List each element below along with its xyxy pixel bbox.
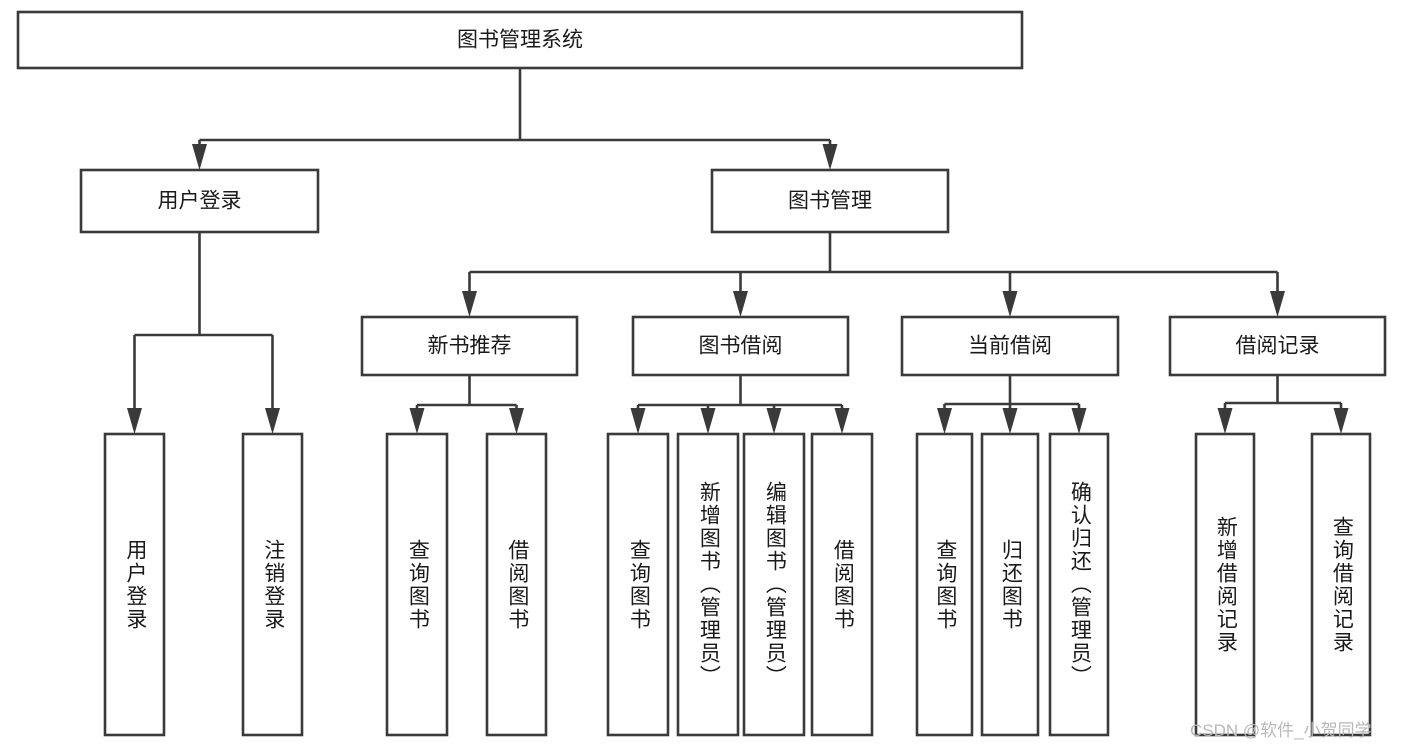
edges-layer <box>127 68 1349 434</box>
node-box-l-edit-book[interactable] <box>742 432 806 737</box>
node-box-n-new-book[interactable] <box>360 315 579 377</box>
node-label-n-record: 借阅记录 <box>1236 335 1320 358</box>
node-label-n-current: 当前借阅 <box>968 335 1052 358</box>
node-label-n-user-login: 用户登录 <box>158 190 242 213</box>
node-box-n-book-mgmt[interactable] <box>710 168 950 234</box>
node-box-l-logout[interactable] <box>241 432 304 737</box>
node-box-l-add-record[interactable] <box>1194 432 1256 737</box>
node-box-l-query-book-2[interactable] <box>606 432 670 737</box>
arrow-head-icon <box>1071 408 1087 434</box>
arrow-head-icon <box>1217 408 1233 434</box>
node-box-l-query-record[interactable] <box>1310 432 1372 737</box>
arrow-head-icon <box>462 291 477 317</box>
csdn-watermark: CSDN @软件_小贺同学 <box>1190 721 1372 740</box>
arrow-head-icon <box>822 144 838 170</box>
node-box-n-user-login[interactable] <box>79 168 320 234</box>
node-label-root: 图书管理系统 <box>457 29 583 52</box>
arrow-head-icon <box>409 408 425 434</box>
node-box-l-confirm-return[interactable] <box>1048 432 1110 737</box>
arrow-head-icon <box>733 291 748 317</box>
arrow-head-icon <box>630 408 646 434</box>
node-label-n-new-book: 新书推荐 <box>428 335 512 358</box>
node-label-n-book-mgmt: 图书管理 <box>788 190 872 213</box>
arrow-head-icon <box>192 144 207 170</box>
arrow-head-icon <box>127 408 142 434</box>
arrow-head-icon <box>1333 408 1349 434</box>
arrow-head-icon <box>700 408 716 434</box>
arrow-head-icon <box>265 408 280 434</box>
node-box-l-query-book-3[interactable] <box>915 432 974 737</box>
arrow-head-icon <box>834 408 850 434</box>
node-box-n-borrow[interactable] <box>631 315 850 377</box>
node-box-l-borrow-book-2[interactable] <box>810 432 874 737</box>
arrow-head-icon <box>937 408 952 434</box>
arrow-head-icon <box>1270 291 1285 317</box>
node-box-root[interactable] <box>16 10 1024 70</box>
node-box-l-borrow-book-1[interactable] <box>485 432 548 737</box>
arrow-head-icon <box>1002 291 1018 317</box>
arrow-head-icon <box>766 408 782 434</box>
node-box-n-record[interactable] <box>1168 315 1387 377</box>
node-box-n-current[interactable] <box>900 315 1120 377</box>
boxes-layer <box>16 10 1387 737</box>
arrow-head-icon <box>509 408 524 434</box>
node-box-l-add-book[interactable] <box>676 432 740 737</box>
node-box-l-return-book[interactable] <box>980 432 1040 737</box>
arrow-head-icon <box>1002 408 1018 434</box>
node-label-n-borrow: 图书借阅 <box>699 335 783 358</box>
node-box-l-user-login[interactable] <box>103 432 166 737</box>
node-box-l-query-book-1[interactable] <box>385 432 449 737</box>
